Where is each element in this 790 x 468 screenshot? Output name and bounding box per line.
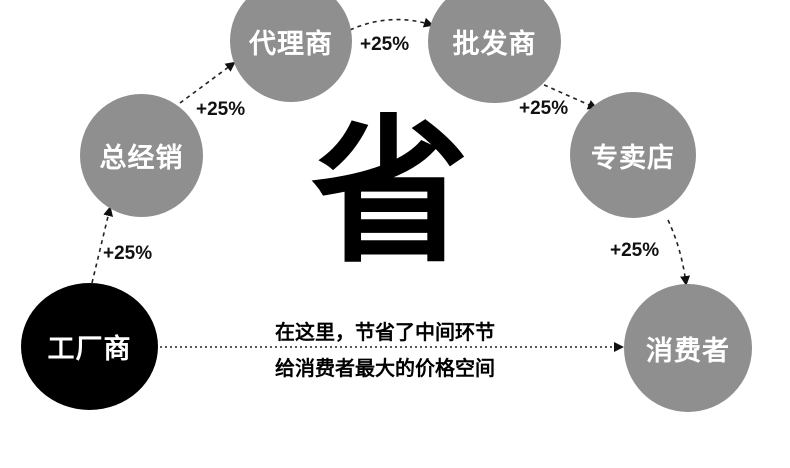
arrow-store-to-consumer <box>667 219 691 286</box>
caption-line-1: 在这里，节省了中间环节 <box>275 320 495 344</box>
node-consumer-label: 消费者 <box>646 335 730 367</box>
node-specialty-store: 专卖店 <box>570 92 696 218</box>
markup-label-wholesale: +25% <box>360 34 410 55</box>
node-wholesaler: 批发商 <box>428 0 561 103</box>
node-consumer: 消费者 <box>624 284 752 412</box>
node-general-distributor: 总经销 <box>80 94 203 217</box>
node-agent-label: 代理商 <box>249 28 333 60</box>
node-factory: 工厂商 <box>21 283 158 410</box>
markup-label-general: +25% <box>103 243 153 264</box>
node-wholesaler-label: 批发商 <box>452 29 537 60</box>
arrow-general-to-agent <box>179 61 236 104</box>
markup-label-agent: +25% <box>196 99 246 120</box>
caption-line-2: 给消费者最大的价格空间 <box>275 356 495 380</box>
node-specialty-store-label: 专卖店 <box>591 142 675 174</box>
markup-label-consumer: +25% <box>610 240 660 261</box>
center-save-character: 省 <box>311 101 469 285</box>
node-general-distributor-label: 总经销 <box>99 143 184 174</box>
node-agent: 代理商 <box>230 0 352 102</box>
arrow-factory-to-general <box>91 206 113 284</box>
node-factory-label: 工厂商 <box>47 334 132 365</box>
arrow-agent-to-wholesale <box>349 17 434 31</box>
markup-label-store: +25% <box>519 98 569 119</box>
